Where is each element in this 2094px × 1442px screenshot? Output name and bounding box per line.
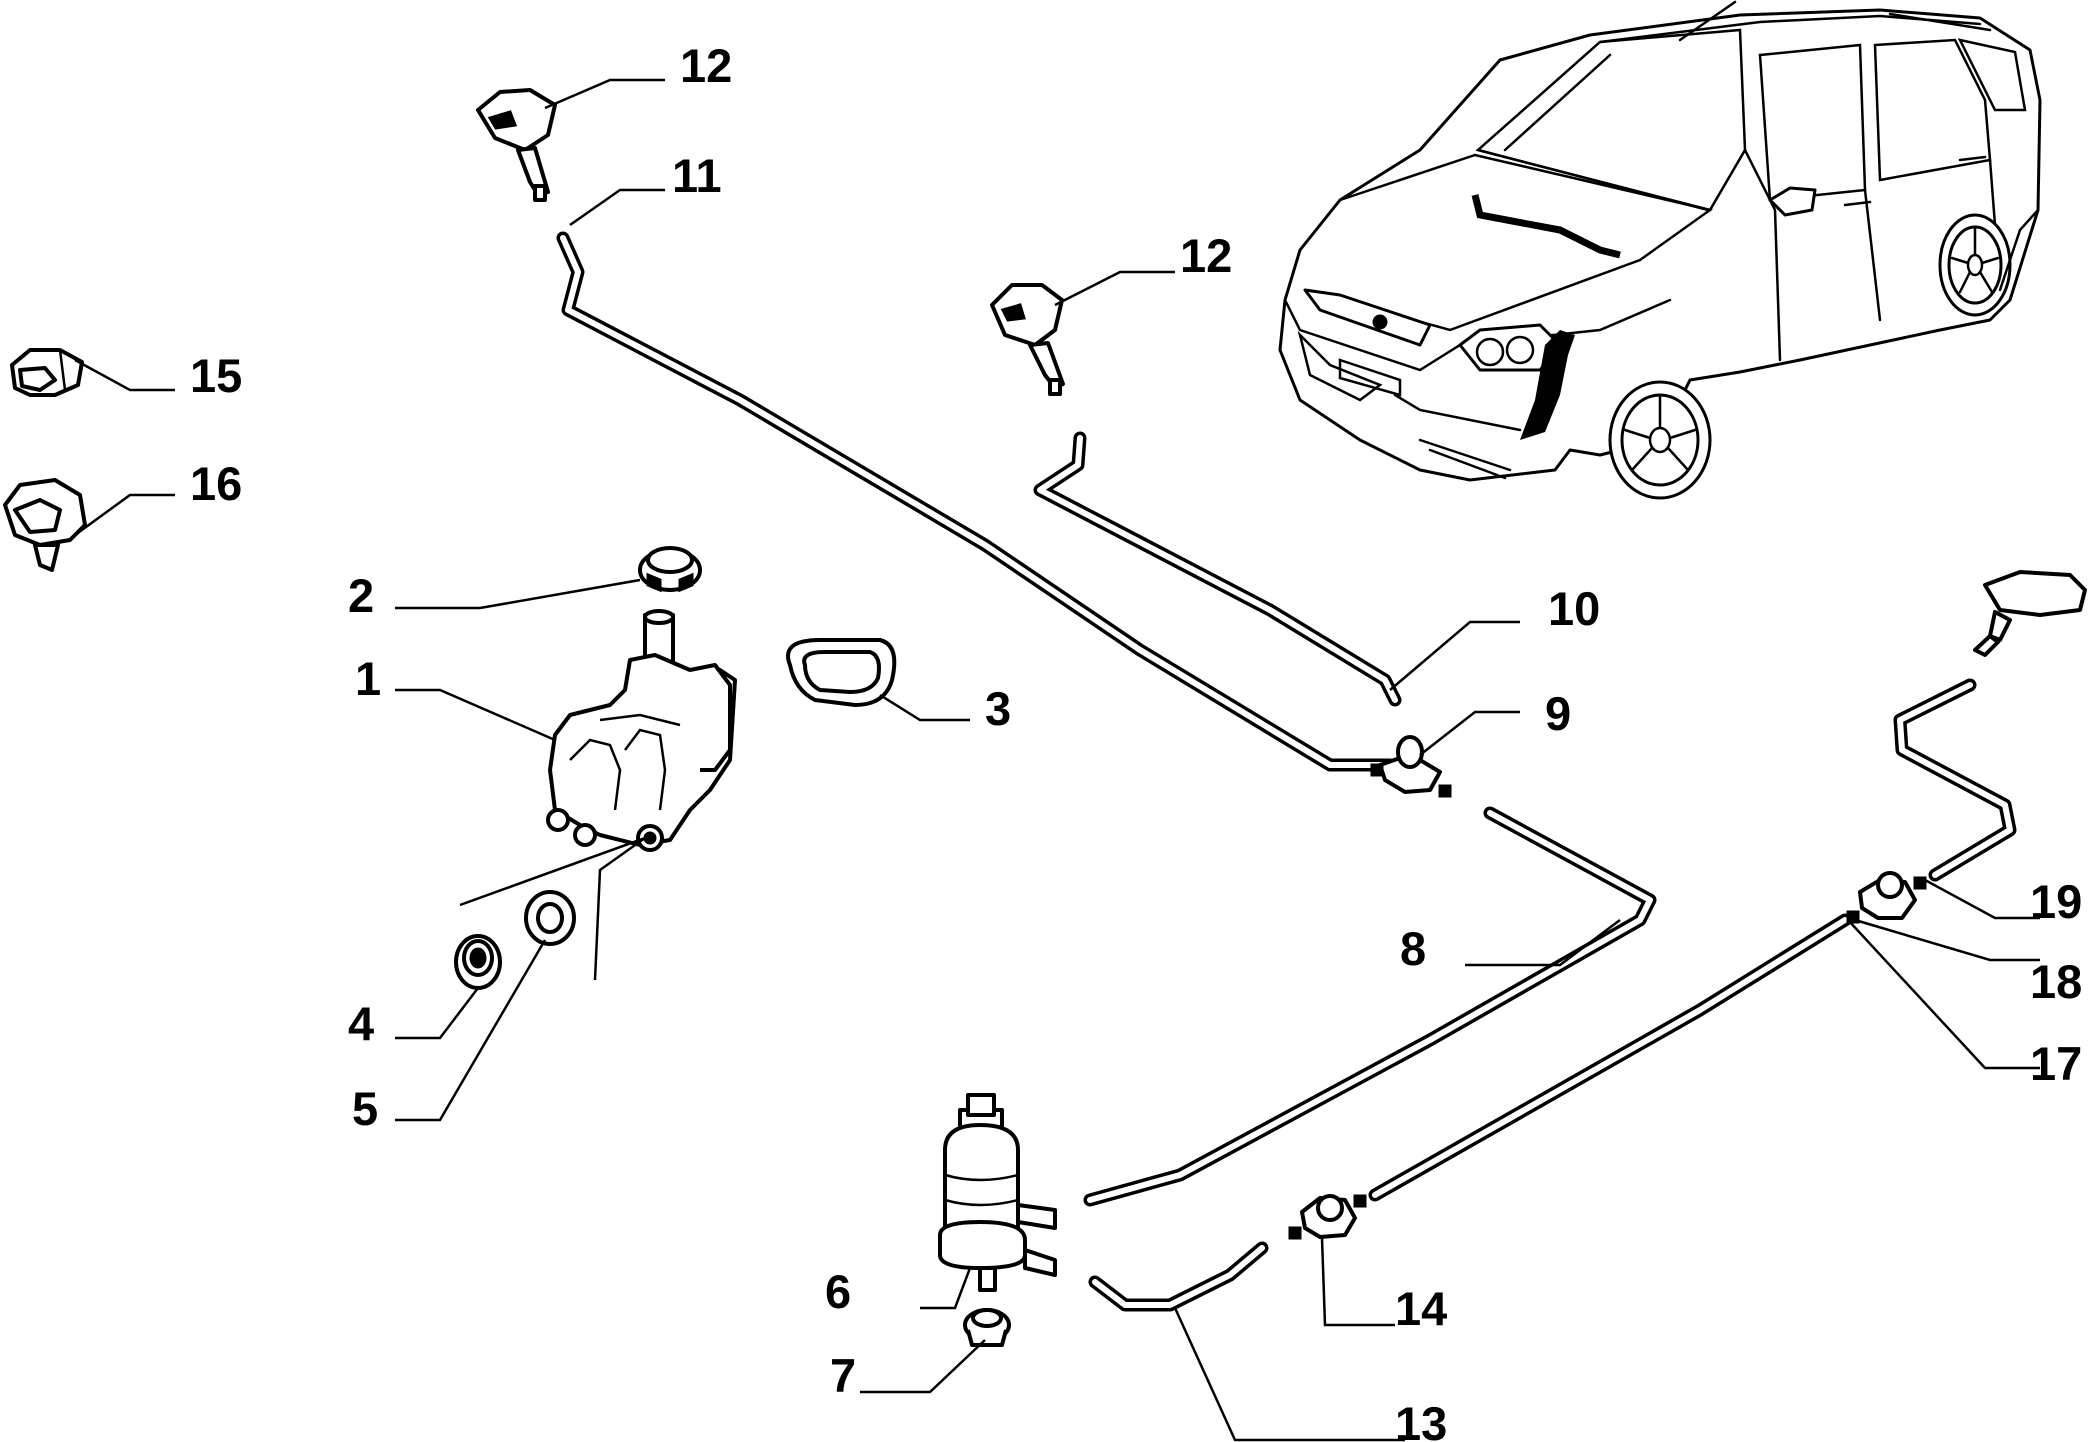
washer-reservoir-1 [546,609,737,852]
callout-12-mid: 12 [1180,229,1232,282]
hose-8 [1083,806,1657,1207]
junction-18 [1846,871,1927,924]
grommet-7 [963,1308,1011,1347]
nozzle-12-top [476,88,557,202]
callout-3: 3 [985,682,1011,735]
callout-1: 1 [355,652,381,705]
junction-9 [1370,735,1452,798]
callout-13: 13 [1395,1397,1447,1442]
hose-13 [1088,1241,1269,1312]
callout-5: 5 [352,1082,378,1135]
callout-14: 14 [1395,1282,1447,1335]
callout-11: 11 [672,149,722,202]
car-illustration [1278,0,2042,500]
callout-17: 16 [190,457,242,510]
callout-7: 7 [830,1349,856,1402]
callout-10: 10 [1548,582,1600,635]
callout-6: 6 [825,1265,851,1318]
leader-lines [74,78,2040,1442]
callout-2: 2 [348,569,374,622]
callout-labels: 12 11 12 15 16 2 1 3 10 9 8 4 5 6 7 14 1… [190,39,2082,1442]
callout-4: 4 [348,997,374,1050]
washer-pump-6 [938,1093,1057,1292]
junction-14 [1288,1194,1367,1240]
hoses [556,231,2017,1312]
nozzle-12-mid [990,283,1065,396]
nut-4 [454,934,502,990]
callout-8: 8 [1400,922,1426,975]
grommet-3 [786,638,897,707]
washer-5 [524,890,576,946]
callout-18: 18 [2030,955,2082,1008]
callout-19: 19 [2030,875,2082,928]
hose-10 [1033,431,1402,707]
callout-12-top: 12 [680,39,732,92]
callout-15: 17 [2030,1037,2082,1090]
clip-17 [3,478,87,572]
clip-16 [10,348,84,397]
callout-16: 15 [190,349,242,402]
nozzle-right [1973,570,2087,657]
callout-9: 9 [1545,687,1571,740]
cap-2 [638,546,702,593]
